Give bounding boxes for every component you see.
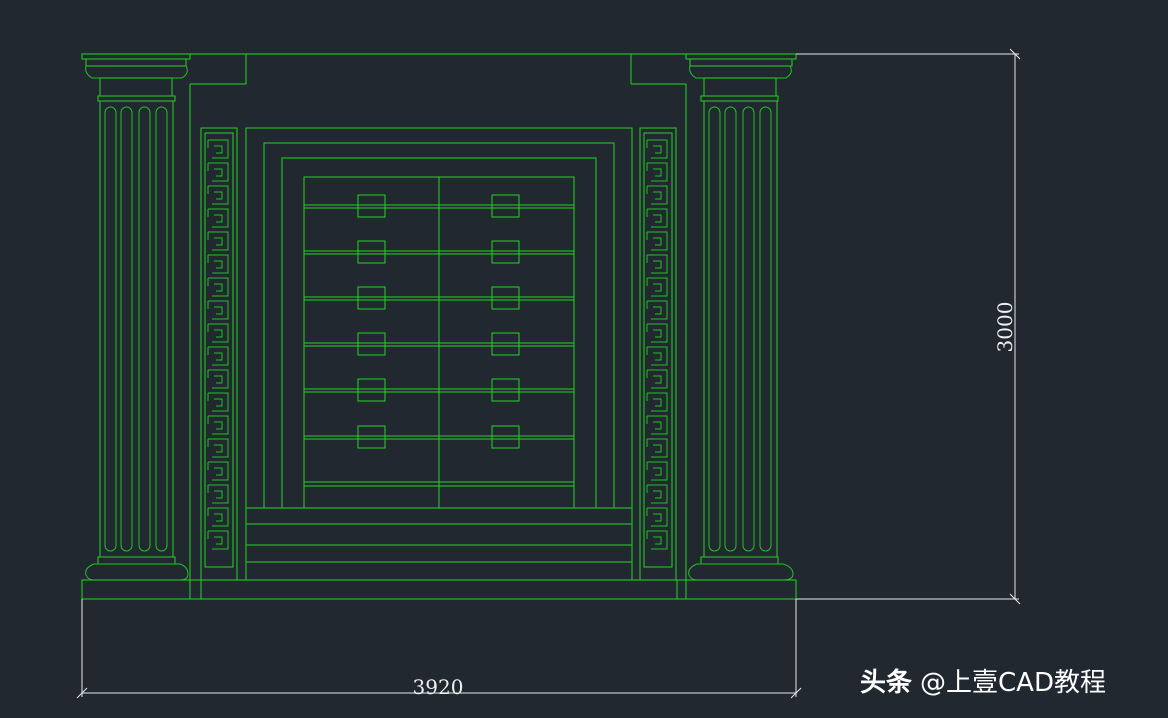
door-boss — [491, 378, 520, 402]
fret-motif — [646, 300, 668, 320]
fret-motif — [207, 231, 229, 251]
fret-motif — [207, 254, 229, 274]
fret-motif — [207, 392, 229, 412]
door-boss — [357, 425, 386, 449]
width-dimension-label: 3920 — [413, 675, 464, 699]
right-fret-band — [639, 127, 677, 581]
fret-motif — [646, 415, 668, 435]
fret-motif — [207, 277, 229, 297]
fret-motif — [646, 162, 668, 182]
door-boss — [357, 194, 386, 218]
fret-motif — [207, 438, 229, 458]
door-boss — [491, 332, 520, 356]
door-boss — [491, 240, 520, 264]
door-boss — [357, 332, 386, 356]
right-column — [685, 53, 797, 600]
fret-motif — [646, 530, 668, 550]
fret-motif — [646, 185, 668, 205]
entry-steps — [245, 507, 633, 580]
door-leaves — [303, 176, 575, 509]
fret-motif — [207, 162, 229, 182]
height-dimension: 3000 — [796, 48, 1021, 605]
fret-motif — [646, 139, 668, 159]
fret-motif — [207, 530, 229, 550]
fret-motif — [646, 323, 668, 343]
fret-motif — [207, 461, 229, 481]
fret-motif — [646, 461, 668, 481]
fret-motif — [646, 438, 668, 458]
fret-motif — [646, 369, 668, 389]
height-dimension-label: 3000 — [993, 302, 1017, 353]
fret-motif — [646, 346, 668, 366]
left-column — [81, 53, 191, 600]
fret-motif — [207, 507, 229, 527]
door-boss — [357, 286, 386, 310]
door-boss — [491, 194, 520, 218]
watermark-brand: 头条 — [860, 668, 913, 698]
fret-motif — [207, 185, 229, 205]
fret-motif — [207, 484, 229, 504]
door-frame — [82, 53, 796, 600]
door-boss — [491, 286, 520, 310]
fret-motif — [207, 346, 229, 366]
fret-motif — [646, 484, 668, 504]
watermark-handle: @上壹CAD教程 — [920, 668, 1106, 698]
fret-motif — [207, 369, 229, 389]
fret-motif — [646, 254, 668, 274]
door-boss — [357, 378, 386, 402]
fret-motif — [646, 231, 668, 251]
fret-motif — [207, 323, 229, 343]
left-fret-band — [200, 127, 238, 581]
fret-motif — [207, 208, 229, 228]
fret-motif — [646, 507, 668, 527]
fret-motif — [646, 208, 668, 228]
door-boss — [491, 425, 520, 449]
fret-motif — [646, 277, 668, 297]
watermark: 头条@上壹CAD教程 — [860, 662, 1106, 699]
door-boss — [357, 240, 386, 264]
fret-motif — [646, 392, 668, 412]
fret-motif — [207, 300, 229, 320]
fret-motif — [207, 415, 229, 435]
width-dimension: 3920 — [76, 599, 802, 699]
fret-motif — [207, 139, 229, 159]
